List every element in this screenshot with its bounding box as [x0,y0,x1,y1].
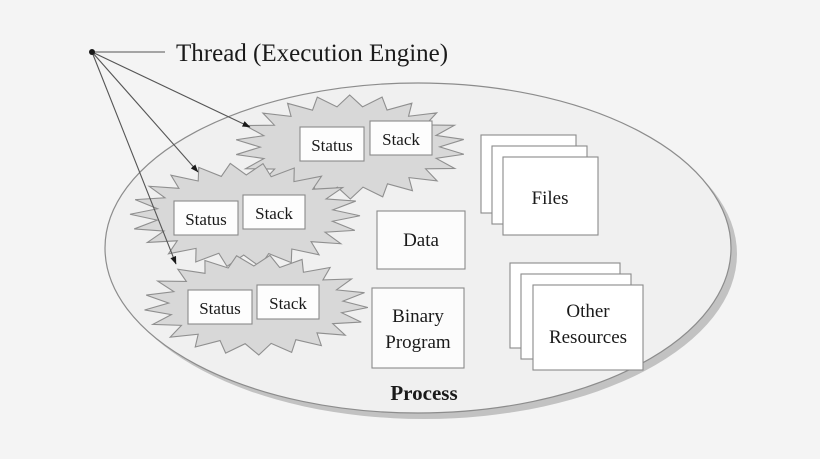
thread-3-stack-label: Stack [269,294,307,313]
other-resources-card-front [532,284,644,371]
thread-3: Status Stack [144,254,368,356]
thread-3-burst [144,254,368,356]
data-box: Data [376,210,466,270]
thread-3-stack-box [256,284,320,320]
process-label: Process [390,381,457,405]
binary-program-box: Binary Program [371,287,465,369]
thread-1-status-label: Status [311,136,353,155]
other-resources-label-line-1: Other [566,301,610,322]
thread-3-status-box [187,289,253,325]
files-label: Files [532,188,569,209]
other-resources-label-line-2: Resources [549,327,627,348]
binary-program-label-line-2: Program [385,332,451,353]
thread-2-status-label: Status [185,210,227,229]
binary-program-label-line-1: Binary [392,306,444,327]
figure-title: Thread (Execution Engine) [176,40,448,67]
callout-arrow-3 [91,51,177,265]
callout-origin-dot [89,49,95,55]
callout-arrow-1 [91,51,251,128]
thread-2-stack-box [242,194,306,230]
data-label: Data [403,230,439,251]
other-resources-stack: Other Resources [509,262,644,371]
thread-2: Status Stack [129,162,361,268]
binary-program-box-rect [371,287,465,369]
thread-2-stack-label: Stack [255,204,293,223]
files-stack: Files [480,134,599,236]
data-box-rect [376,210,466,270]
thread-1-status-box [299,126,365,162]
thread-1-stack-label: Stack [382,130,420,149]
thread-3-status-label: Status [199,299,241,318]
thread-1-stack-box [369,120,433,156]
files-card-front [502,156,599,236]
callout-arrow-2 [91,51,199,173]
thread-callout-lines [89,49,251,265]
thread-2-status-box [173,200,239,236]
